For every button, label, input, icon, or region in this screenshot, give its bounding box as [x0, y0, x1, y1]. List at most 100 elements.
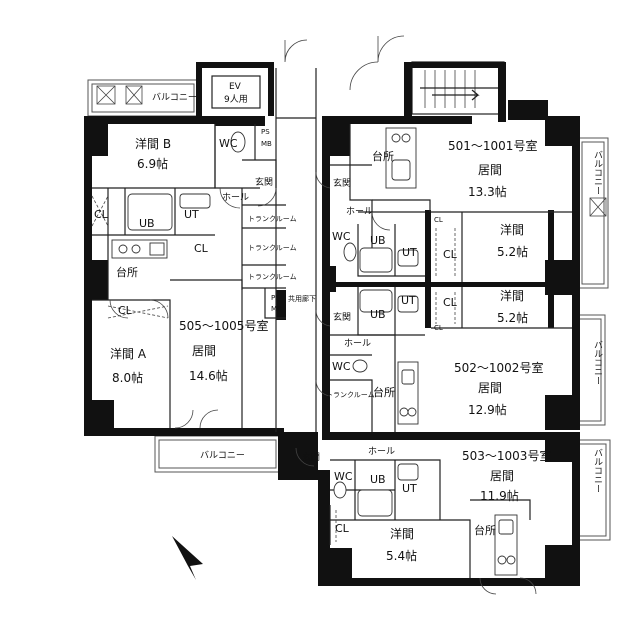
sink-icon	[149, 242, 165, 256]
room-name-western-502: 洋間	[500, 288, 524, 303]
entrance-label: 玄関	[302, 451, 320, 463]
utility-label: UT	[184, 208, 199, 221]
mb-label: MB	[261, 140, 272, 148]
hall-label: ホール	[222, 192, 249, 203]
unit-bath-label: UB	[370, 234, 386, 247]
unit-bath-label: UB	[370, 473, 386, 486]
outdoor-unit-cross	[125, 85, 143, 105]
unit-bath-label: UB	[370, 308, 386, 321]
living-size-503: 11.9帖	[480, 488, 519, 503]
closet-label: CL	[335, 522, 350, 535]
ps-label: PS	[261, 128, 270, 136]
interior-lines	[92, 68, 572, 578]
north-arrow-icon	[172, 536, 203, 580]
common-corridor-label: 共用廊下	[288, 294, 316, 303]
stove-burner-icon	[497, 555, 507, 565]
entrance-label: 玄関	[333, 177, 351, 189]
closet-dashes	[91, 195, 456, 542]
room-size-western-b: 6.9帖	[137, 156, 168, 171]
balcony-label: バルコニー	[592, 340, 603, 385]
unit-503-name: 503～1003号室	[462, 448, 551, 463]
bathtub-icon	[357, 489, 393, 517]
unit-501-name: 501～1001号室	[448, 138, 537, 153]
closet-label: CL	[443, 296, 458, 309]
kitchen-label: 台所	[373, 385, 395, 399]
trunk-room-label: トランクルーム	[248, 215, 297, 223]
washbasin-icon	[179, 193, 211, 209]
hall-label: ホール	[368, 446, 395, 457]
hall-label: ホール	[346, 206, 373, 217]
toilet-icon	[333, 481, 347, 499]
unit-505-name: 505～1005号室	[179, 318, 268, 333]
elevator-capacity: 9人用	[224, 94, 248, 105]
entrance-label: 玄関	[255, 176, 273, 188]
room-name-western-503: 洋間	[390, 526, 414, 541]
stove-burner-icon	[118, 244, 128, 254]
closet-label: CL	[434, 324, 443, 332]
living-size-501: 13.3帖	[468, 184, 507, 199]
trunk-room-label: トランクルーム	[248, 273, 297, 281]
closet-label: CL	[94, 208, 109, 221]
closet-label: CL	[118, 304, 133, 317]
kitchen-label: 台所	[116, 265, 138, 279]
washbasin-icon	[397, 249, 419, 267]
living-size-505: 14.6帖	[189, 368, 228, 383]
unit-502-name: 502～1002号室	[454, 360, 543, 375]
toilet-icon	[352, 359, 368, 373]
toilet-icon	[343, 242, 357, 262]
wc-label: WC	[332, 230, 351, 243]
room-size-western-503: 5.4帖	[386, 548, 417, 563]
bathtub-icon	[359, 247, 393, 273]
outdoor-unit-marker	[125, 85, 143, 105]
toilet-icon	[230, 131, 246, 153]
wc-label: WC	[334, 470, 353, 483]
balcony-bottom-left-inner	[158, 439, 277, 469]
balcony-right-lower-inner	[578, 443, 607, 537]
balcony-label: バルコニー	[200, 450, 245, 461]
washbasin-icon	[397, 295, 419, 313]
outdoor-unit-cross	[589, 197, 607, 217]
bathtub-icon	[359, 289, 393, 313]
outdoor-unit-cross	[96, 85, 116, 105]
washbasin-icon	[397, 463, 419, 481]
wc-label: WC	[219, 137, 238, 150]
trunk-room-label: トランクルーム	[248, 244, 297, 252]
closet-label: CL	[194, 242, 209, 255]
wc-label: WC	[332, 360, 351, 373]
stove-burner-icon	[131, 244, 141, 254]
sink-icon	[401, 369, 415, 385]
walls	[84, 62, 580, 586]
stove-burner-icon	[407, 407, 417, 417]
living-label-501: 居間	[478, 163, 502, 177]
balcony-outlines	[87, 79, 611, 541]
stove-burner-icon	[506, 555, 516, 565]
room-size-western-a: 8.0帖	[112, 370, 143, 385]
room-size-western-501: 5.2帖	[497, 244, 528, 259]
staircase	[411, 61, 505, 115]
utility-label: UT	[401, 294, 416, 307]
hall-label: ホール	[344, 338, 371, 349]
utility-label: UT	[402, 482, 417, 495]
sink-icon	[391, 159, 411, 181]
closet-label: CL	[443, 248, 458, 261]
living-size-502: 12.9帖	[468, 402, 507, 417]
utility-label: UT	[402, 246, 417, 259]
living-label-502: 居間	[478, 381, 502, 395]
elevator-label: EV	[229, 82, 242, 92]
balcony-label: バルコニー	[152, 92, 197, 103]
fixtures	[111, 127, 518, 576]
stove-burner-icon	[391, 133, 401, 143]
stove-burner-icon	[401, 133, 411, 143]
living-label-503: 居間	[490, 469, 514, 483]
sink-icon	[498, 519, 514, 535]
outdoor-unit-marker	[589, 197, 607, 217]
kitchen-label: 台所	[372, 149, 394, 163]
balcony-label: バルコニー	[592, 150, 603, 195]
bathtub-icon	[127, 193, 173, 231]
elevator-box	[211, 75, 261, 109]
entrance-label: 玄関	[333, 311, 351, 323]
ps-label: PS	[271, 294, 280, 302]
stove-burner-icon	[399, 407, 409, 417]
closet-label: CL	[434, 216, 443, 224]
